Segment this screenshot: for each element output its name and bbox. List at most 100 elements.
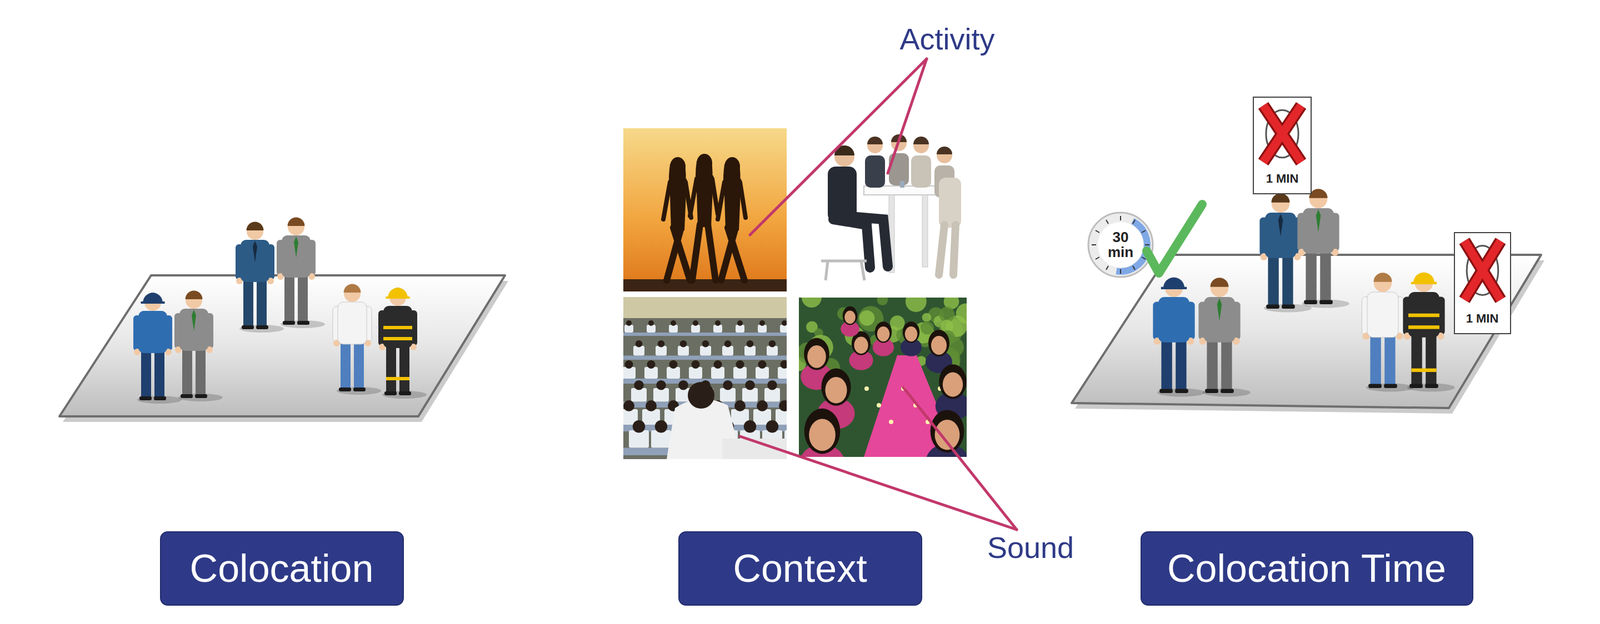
person-figure (1175, 389, 1189, 394)
exam-photo (755, 367, 769, 379)
party-photo (875, 321, 892, 343)
person-figure (332, 284, 382, 395)
person-figure (1198, 277, 1251, 397)
cross-sign (1464, 241, 1501, 300)
meeting-photo (911, 155, 932, 188)
exam-photo (702, 340, 710, 348)
person-figure (1409, 384, 1423, 389)
person-figure (1367, 292, 1399, 338)
stopwatch-icon (1120, 269, 1122, 274)
person-figure (1266, 305, 1280, 310)
party-photo (920, 321, 934, 335)
annotation-label: 30 min (1105, 230, 1137, 261)
person-figure (378, 287, 427, 399)
person-figure (382, 391, 427, 399)
exam-photo (670, 320, 677, 327)
meeting-photo (938, 225, 956, 275)
person-figure (1161, 336, 1172, 391)
party-photo (877, 297, 889, 306)
person-figure (297, 321, 310, 325)
person-figure (1202, 388, 1251, 397)
party-photo (942, 372, 963, 398)
exam-photo (781, 320, 787, 327)
exam-photo (713, 360, 723, 369)
person-figure (174, 291, 223, 402)
meeting-photo (821, 261, 867, 281)
meeting-photo (900, 181, 905, 188)
person-figure (1411, 282, 1437, 285)
person-figure (139, 396, 152, 401)
person-figure (293, 236, 299, 258)
stopwatch-icon (1097, 222, 1144, 268)
exam-photo (700, 346, 712, 357)
exam-photo (623, 297, 787, 319)
person-figure (287, 217, 305, 227)
person-figure (235, 222, 284, 333)
person-figure (1302, 208, 1334, 254)
stopwatch-icon (1106, 266, 1109, 270)
meeting-photo (938, 177, 962, 228)
exam-photo (780, 360, 788, 369)
exam-photo (648, 320, 654, 327)
party-photo (922, 313, 932, 323)
party-photo (842, 306, 858, 326)
exam-photo (713, 325, 723, 333)
person-figure (239, 325, 284, 333)
exam-photo (666, 367, 680, 379)
check-mark (1146, 204, 1203, 274)
exam-photo (735, 325, 745, 333)
person-figure (297, 272, 308, 323)
party-photo (844, 311, 856, 325)
person-figure (337, 302, 367, 345)
person-figure (240, 240, 270, 283)
exam-photo (734, 400, 746, 412)
stopwatch-icon (1145, 244, 1150, 246)
exam-photo (733, 367, 747, 379)
person-figure (246, 222, 264, 231)
person-figure (182, 345, 193, 396)
leader-line (887, 58, 927, 174)
person-figure (1221, 336, 1232, 391)
cross-sign (1263, 105, 1302, 163)
person-figure (154, 347, 165, 398)
person-figure (386, 342, 397, 393)
person-figure (1159, 389, 1173, 394)
stopwatch-icon (1091, 244, 1097, 246)
party-photo (801, 297, 822, 308)
exam-photo (623, 356, 787, 361)
exam-photo (756, 400, 768, 412)
person-figure (1408, 292, 1440, 338)
sunset-photo (666, 227, 690, 281)
exam-photo (626, 320, 632, 327)
person-figure (1220, 389, 1234, 394)
sunset-photo (692, 224, 716, 281)
exam-photo (657, 340, 665, 348)
party-photo (804, 408, 841, 455)
exam-photo (631, 388, 647, 403)
party-photo (905, 326, 918, 342)
person-figure (398, 391, 412, 396)
person-figure (195, 345, 206, 396)
party-photo (931, 336, 947, 355)
label-box: Colocation Time (1140, 531, 1474, 607)
stopwatch-icon (1088, 212, 1153, 278)
person-figure (185, 291, 203, 300)
floor-platform (59, 275, 509, 423)
meeting-photo (865, 155, 885, 188)
exam-photo (767, 380, 778, 391)
exam-photo (742, 388, 758, 403)
exam-photo (691, 360, 700, 369)
exam-photo (746, 340, 754, 348)
annotation-label: 1 MIN (1266, 172, 1299, 185)
person-figure (1271, 193, 1290, 203)
label-box: Context (678, 531, 923, 607)
exam-photo (651, 430, 672, 449)
exam-photo (775, 409, 787, 425)
exam-photo (623, 297, 787, 460)
person-figure (383, 337, 413, 341)
party-photo (902, 321, 920, 343)
meeting-photo (821, 134, 962, 281)
person-figure (1370, 331, 1381, 386)
